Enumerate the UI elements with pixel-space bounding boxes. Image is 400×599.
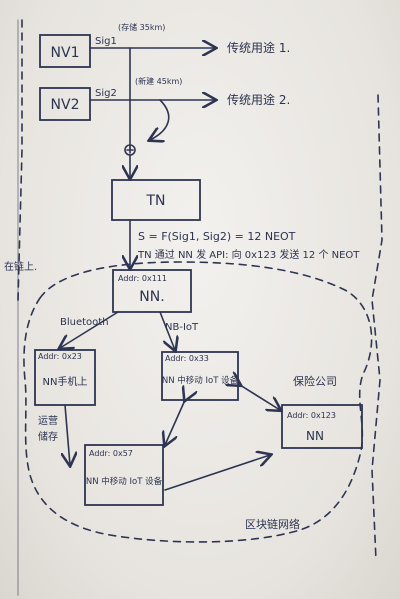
nv1-label: NV1 xyxy=(51,45,80,61)
nv2-box xyxy=(39,87,91,121)
sig2-label: Sig2 xyxy=(95,88,117,99)
nv1-box xyxy=(39,34,91,68)
phone-to-final-arrow xyxy=(65,404,70,465)
sig2-note: (新建 45km) xyxy=(135,76,182,86)
use2-label: 传统用途 2. xyxy=(227,92,290,107)
final-insurance-edge xyxy=(164,455,270,491)
onchain-label: 在链上. xyxy=(4,260,37,273)
formula-text: S = F(Sig1, Sig2) = 12 NEOT xyxy=(138,230,296,243)
insurance-nn-addr: Addr: 0x123 xyxy=(287,411,336,420)
nbiot-edge xyxy=(159,311,175,350)
iot-nn-label: NN 中移动 IoT 设备 xyxy=(162,375,239,386)
side-note-1: 运营 xyxy=(38,414,58,427)
iot-insurance-edge xyxy=(240,385,280,410)
final-nn-addr: Addr: 0x57 xyxy=(89,449,133,458)
nn-main-addr: Addr: 0x111 xyxy=(118,274,167,283)
final-nn-box xyxy=(84,444,164,506)
tn-label: TN xyxy=(145,193,165,209)
sig1-label: Sig1 xyxy=(95,36,117,47)
use1-label: 传统用途 1. xyxy=(227,40,290,55)
nv2-label: NV2 xyxy=(51,97,80,113)
insurance-title: 保险公司 xyxy=(293,374,337,388)
sig2-merge-curve xyxy=(150,99,170,140)
api-text: TN 通过 NN 发 API: 向 0x123 发送 12 个 NEOT xyxy=(137,248,360,261)
iot-final-edge xyxy=(165,400,185,445)
blockchain-network-boundary xyxy=(23,261,373,543)
side-note-2: 储存 xyxy=(38,430,58,443)
insurance-nn-label: NN xyxy=(306,429,324,443)
network-label: 区块链网络 xyxy=(245,517,300,531)
tn-box xyxy=(111,179,201,221)
phone-nn-label: NN手机上 xyxy=(43,375,88,388)
nn-main-box xyxy=(112,269,192,313)
iot-nn-addr: Addr: 0x33 xyxy=(165,354,209,363)
nn-main-label: NN. xyxy=(139,289,164,305)
bluetooth-label: Bluetooth xyxy=(60,317,109,328)
sheet-dashed-boundary-left xyxy=(17,19,23,301)
sheet-dashed-boundary-right xyxy=(371,94,383,561)
phone-nn-addr: Addr: 0x23 xyxy=(38,352,82,361)
insurance-nn-box xyxy=(281,404,363,449)
nbiot-label: NB-IoT xyxy=(165,322,199,333)
bluetooth-edge xyxy=(60,311,119,348)
sig1-note: (存储 35km) xyxy=(118,22,165,32)
combiner-plus xyxy=(126,146,134,154)
final-nn-label: NN 中移动 IoT 设备 xyxy=(86,476,163,487)
